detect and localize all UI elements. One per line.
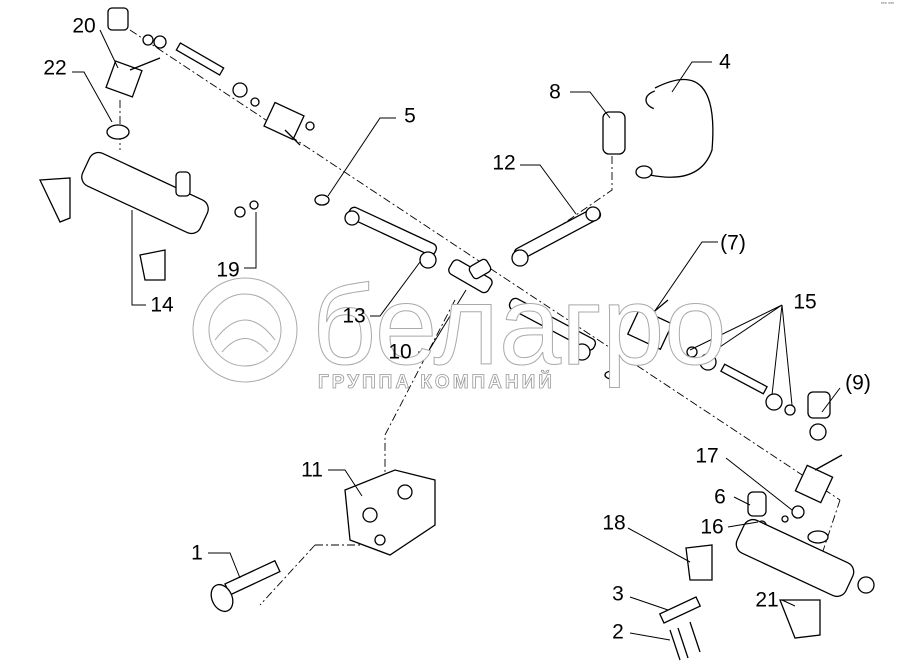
callout-11: 11 [301,458,323,482]
callout-16: 16 [700,515,724,539]
corner-mark: *** *** [880,2,894,8]
callout-13: 13 [342,304,366,328]
callout-14: 14 [150,293,174,317]
callout-17: 17 [695,444,719,468]
leader-lines [72,29,841,641]
callout-18: 18 [602,511,626,535]
callout-3: 3 [612,582,624,606]
callout-21: 21 [755,588,779,612]
watermark-logo: белагро [312,263,728,388]
callout-10: 10 [388,340,412,364]
callout-1: 1 [191,541,203,565]
callout-12: 12 [492,151,516,175]
callout-19: 19 [216,258,240,282]
watermark-subtitle: ГРУППА КОМПАНИЙ [318,372,555,394]
watermark-emblem [192,277,298,383]
callout-4: 4 [719,50,731,74]
callout-7: (7) [720,231,746,255]
callout-8: 8 [549,80,561,104]
parts [39,7,875,661]
callout-22: 22 [43,56,67,80]
callout-9: (9) [845,371,871,395]
callout-15: 15 [793,290,817,314]
callout-2: 2 [612,620,624,644]
callout-20: 20 [72,14,96,38]
callout-6: 6 [714,485,726,509]
callout-5: 5 [404,104,416,128]
